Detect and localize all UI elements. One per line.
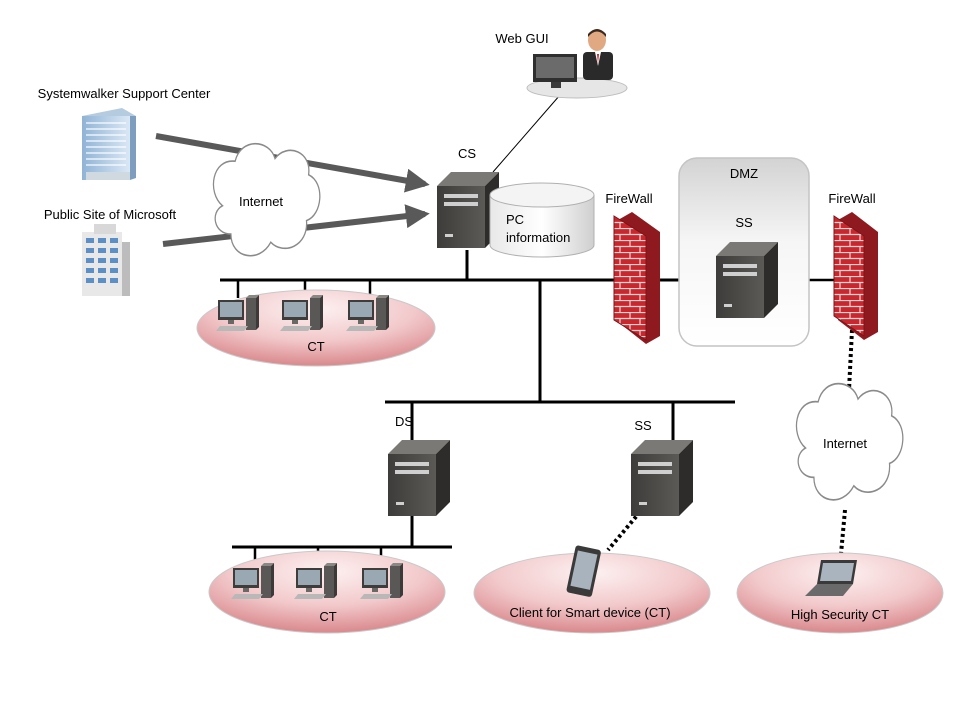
pc-info-label-line1: PC [506,212,524,227]
web-gui-label: Web GUI [495,31,548,46]
server-tower-icon [631,440,693,516]
database-cylinder-icon [489,182,595,258]
brick-firewall-icon [613,212,660,344]
pc-info-label-line2: information [506,230,570,245]
ds-label: DS [395,414,413,429]
brick-firewall-icon [833,212,878,340]
dotted-link-ss-phone [606,510,642,552]
webgui-link [492,94,561,173]
office-building-icon [82,224,130,296]
firewall-left-label: FireWall [605,191,652,206]
high-security-label: High Security CT [791,607,889,622]
cs-label: CS [458,146,476,161]
laptop-icon [805,560,857,596]
ct-bottom-label: CT [319,609,336,624]
support-center-label: Systemwalker Support Center [38,86,211,101]
office-building-icon [82,108,136,180]
server-tower-icon [388,440,450,516]
microsoft-label: Public Site of Microsoft [44,207,177,222]
dotted-link-fw-internet [847,329,854,391]
dmz-label: DMZ [730,166,758,181]
firewall-right-label: FireWall [828,191,875,206]
ss-lower-label: SS [634,418,652,433]
smartphone-icon [566,545,601,597]
ss-dmz-label: SS [735,215,753,230]
internet-left-label: Internet [239,194,283,209]
internet-right-label: Internet [823,436,867,451]
server-tower-icon [716,242,778,318]
ct-top-label: CT [307,339,324,354]
smart-device-label: Client for Smart device (CT) [509,605,670,620]
operator-at-desk-icon [526,29,628,99]
